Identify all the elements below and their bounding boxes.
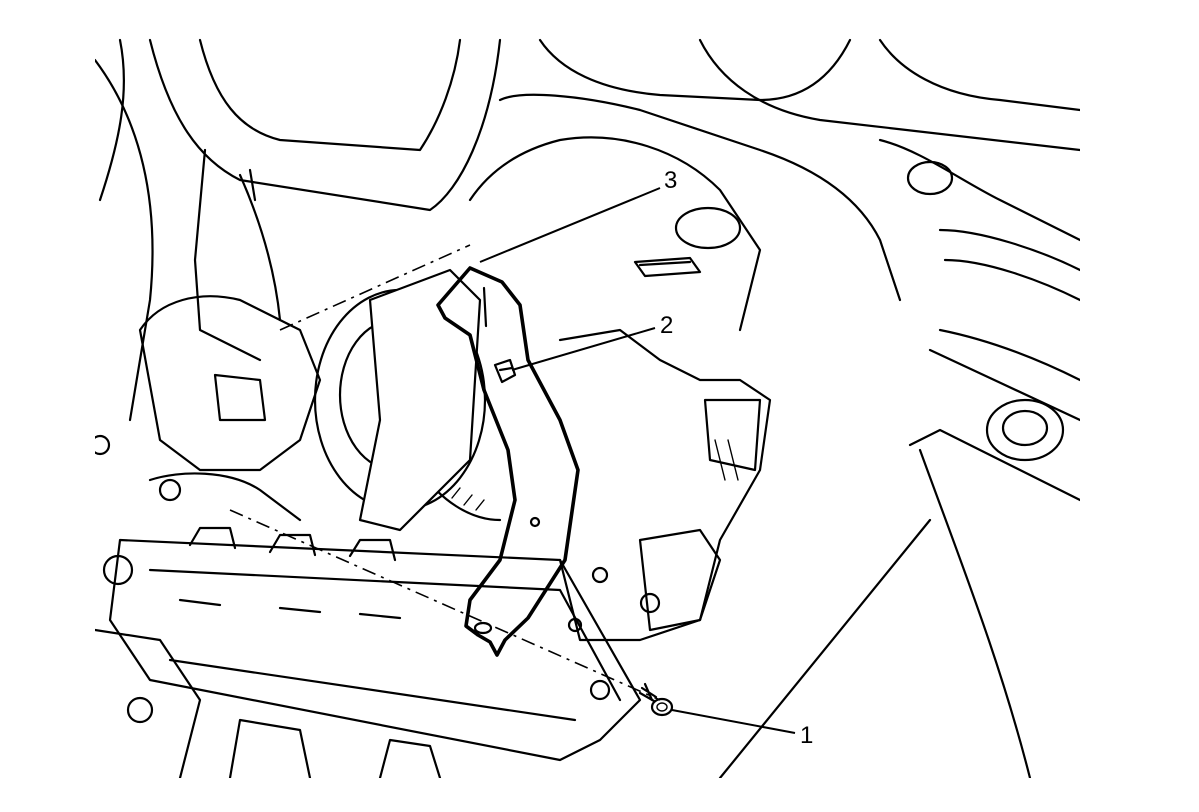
- clip-part: [493, 358, 517, 384]
- callout-3-label: 3: [664, 167, 677, 194]
- callout-2-leader: [511, 327, 656, 371]
- bracket-part: [436, 266, 580, 657]
- callout-1-label: 1: [800, 722, 813, 749]
- callout-1-leader: [671, 709, 796, 734]
- callout-3-leader: [479, 187, 661, 263]
- dashboard-structure: [95, 38, 1080, 778]
- callout-2-label: 2: [660, 312, 673, 339]
- bolt-part: [638, 682, 674, 717]
